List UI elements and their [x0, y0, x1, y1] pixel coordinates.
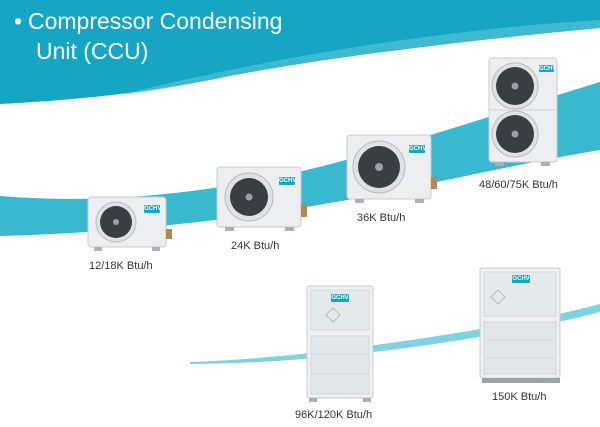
condensing-unit-image [216, 166, 307, 231]
title-line-2: Unit (CCU) [36, 38, 149, 64]
unit-48-60-75k: GCHV [487, 56, 562, 168]
caption-150k: 150K Btu/h [492, 391, 547, 403]
unit-12-18k: GCHV [86, 195, 176, 255]
condensing-unit-image [346, 134, 437, 203]
caption-24k: 24K Btu/h [231, 240, 280, 252]
caption-48-60-75k: 48/60/75K Btu/h [479, 179, 558, 191]
title-bullet: • [14, 8, 23, 34]
brand-badge: GCHV [144, 205, 162, 213]
banner-highlight [120, 20, 600, 95]
page-title: •Compressor Condensing Unit (CCU) [14, 6, 282, 66]
brand-badge: GCHV [279, 177, 297, 185]
condensing-unit-image [488, 57, 558, 166]
unit-96k-120k: GCHV [305, 284, 377, 404]
condensing-unit-image [479, 267, 561, 383]
brand-badge: GCHV [409, 145, 427, 153]
unit-24k: GCHV [215, 165, 310, 235]
caption-96k-120k: 96K/120K Btu/h [295, 409, 373, 421]
brand-badge: GCHV [512, 275, 530, 283]
unit-36k: GCHV [345, 133, 440, 208]
condensing-unit-image [306, 285, 374, 402]
brand-badge: GCHV [539, 65, 557, 72]
unit-150k: GCHV [478, 266, 564, 386]
condensing-unit-image [87, 196, 172, 251]
brand-badge: GCHV [331, 294, 349, 302]
title-line-1: Compressor Condensing [28, 8, 283, 34]
caption-36k: 36K Btu/h [357, 212, 406, 224]
top-banner [0, 0, 600, 104]
caption-12-18k: 12/18K Btu/h [89, 260, 153, 272]
